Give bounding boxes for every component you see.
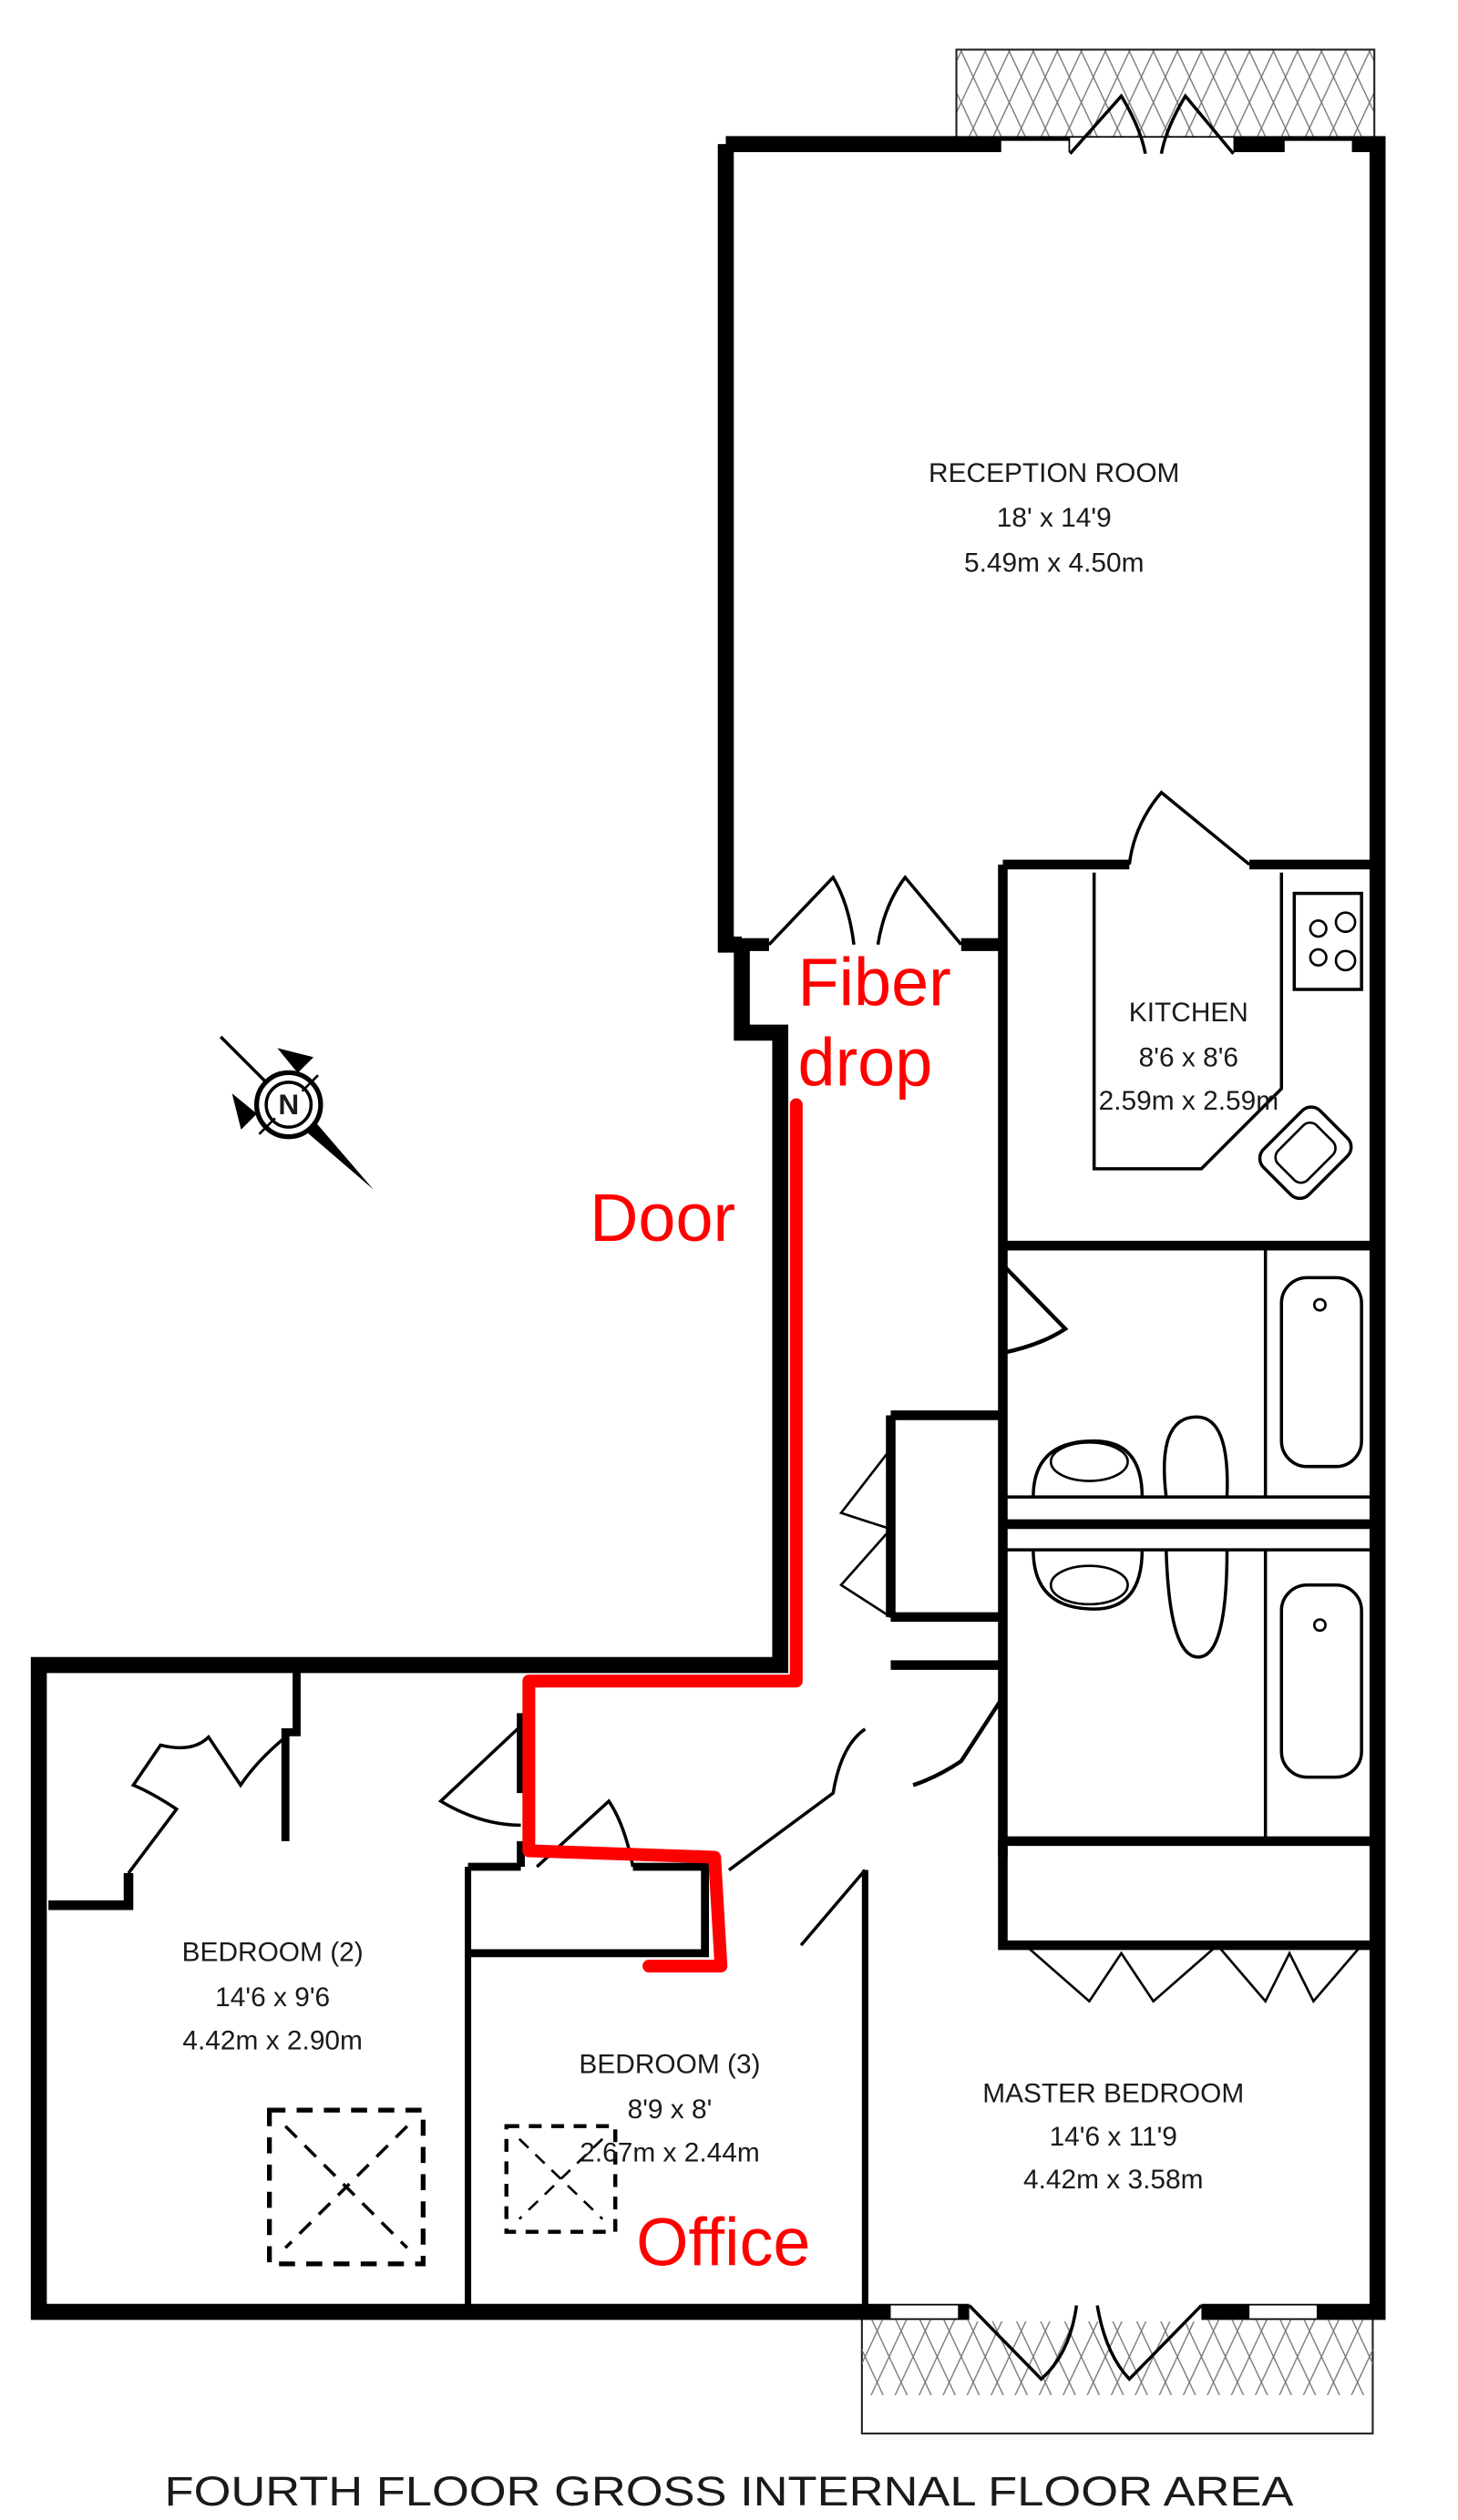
balcony-top (955, 48, 1376, 142)
room-bedroom-2: BEDROOM (2) 14'6 x 9'6 4.42m x 2.90m (182, 1938, 364, 2056)
room-size-metric: 5.49m x 4.50m (964, 548, 1145, 578)
room-size-metric: 2.67m x 2.44m (580, 2137, 760, 2167)
room-master-bedroom: MASTER BEDROOM 14'6 x 11'9 4.42m x 3.58m (982, 2078, 1244, 2195)
room-size-metric: 4.42m x 2.90m (182, 2025, 362, 2055)
room-size-metric: 4.42m x 3.58m (1023, 2165, 1204, 2195)
room-name: MASTER BEDROOM (982, 2078, 1244, 2108)
compass-icon: N (219, 1035, 374, 1190)
interior-walls (48, 790, 1378, 2312)
room-size-imperial: 8'6 x 8'6 (1139, 1042, 1238, 1072)
compass-north-label: N (278, 1088, 299, 1121)
room-bedroom-3: BEDROOM (3) 8'9 x 8' 2.67m x 2.44m (579, 2050, 760, 2168)
balcony-bottom (860, 2317, 1374, 2435)
floor-area-title: FOURTH FLOOR GROSS INTERNAL FLOOR AREA (165, 2468, 1295, 2515)
room-size-imperial: 8'9 x 8' (628, 2095, 713, 2125)
room-name: KITCHEN (1129, 998, 1248, 1028)
room-size-metric: 2.59m x 2.59m (1099, 1086, 1279, 1116)
door-label: Door (590, 1180, 735, 1255)
office-label: Office (636, 2205, 810, 2280)
room-reception: RECEPTION ROOM 18' x 14'9 5.49m x 4.50m (929, 458, 1179, 578)
room-name: RECEPTION ROOM (929, 458, 1179, 488)
room-kitchen: KITCHEN 8'6 x 8'6 2.59m x 2.59m (1099, 998, 1279, 1116)
fiber-route-line (522, 1098, 803, 1973)
fiber-drop-label: Fiber (798, 945, 951, 1020)
room-name: BEDROOM (3) (579, 2050, 760, 2080)
room-name: BEDROOM (2) (182, 1938, 364, 1968)
room-size-imperial: 14'6 x 11'9 (1050, 2122, 1177, 2152)
room-size-imperial: 18' x 14'9 (997, 503, 1112, 533)
room-size-imperial: 14'6 x 9'6 (215, 1982, 330, 2013)
fiber-drop-label-2: drop (798, 1024, 933, 1100)
